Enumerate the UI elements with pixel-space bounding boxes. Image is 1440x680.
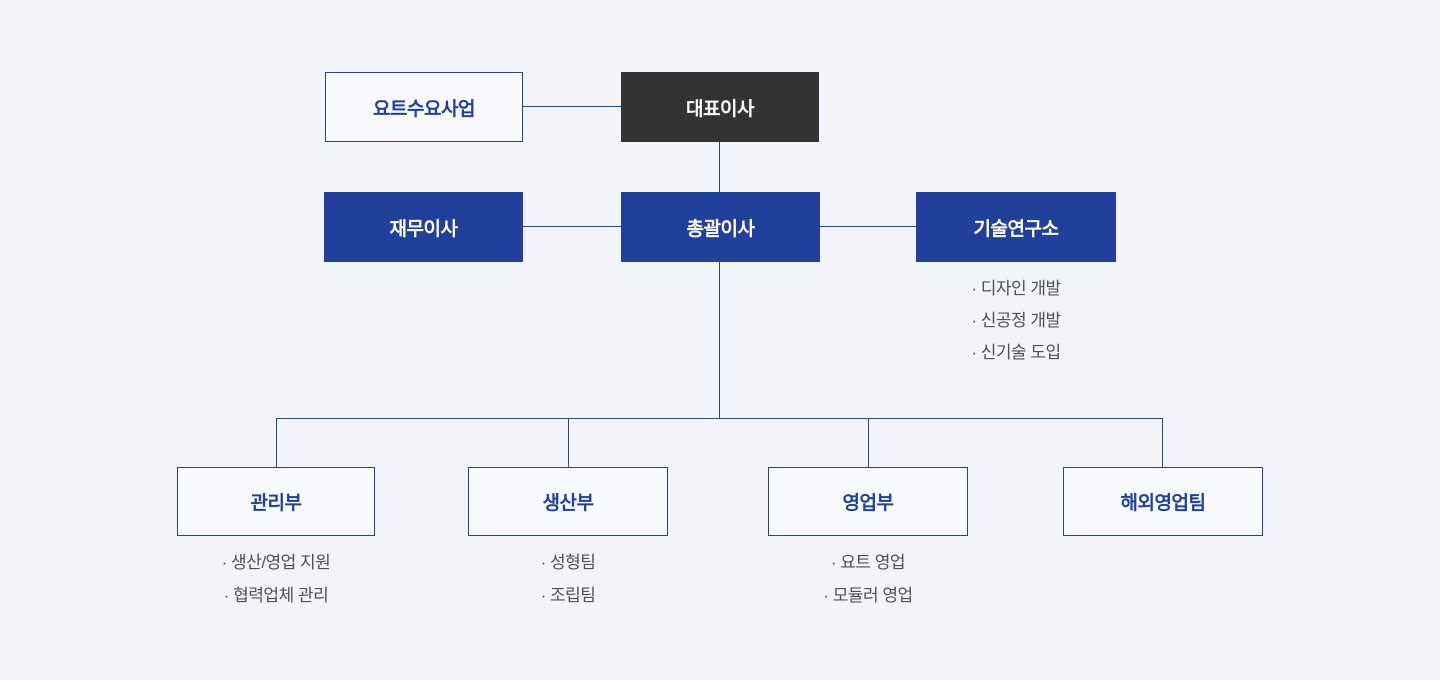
sub-item: · 신공정 개발 (971, 311, 1061, 330)
org-node-ceo: 대표이사 (621, 72, 819, 142)
org-node-label: 기술연구소 (973, 218, 1059, 240)
org-node-sales-dept: 영업부 (768, 467, 968, 536)
sub-item: · 성형팀 (540, 553, 596, 572)
connector-drop-sales (868, 418, 869, 467)
sub-item: · 디자인 개발 (971, 279, 1061, 298)
production-sub-items: · 성형팀 · 조립팀 (468, 546, 668, 612)
connector-yacht-to-ceo (523, 106, 621, 107)
org-node-yacht-demand-business: 요트수요사업 (325, 72, 523, 142)
org-node-label: 요트수요사업 (373, 98, 475, 120)
connector-coo-to-rnd (820, 226, 916, 227)
sales-sub-items: · 요트 영업 · 모듈러 영업 (768, 546, 968, 612)
management-sub-items: · 생산/영업 지원 · 협력업체 관리 (176, 546, 376, 612)
sub-item: · 요트 영업 (830, 553, 906, 572)
org-node-production-dept: 생산부 (468, 467, 668, 536)
connector-ceo-to-coo (719, 142, 720, 192)
org-node-label: 생산부 (542, 493, 594, 514)
org-node-label: 총괄이사 (686, 218, 755, 240)
org-node-management-dept: 관리부 (177, 467, 375, 536)
org-node-label: 영업부 (842, 493, 894, 514)
sub-item: · 생산/영업 지원 (221, 553, 331, 572)
org-node-label: 해외영업팀 (1120, 493, 1206, 514)
connector-coo-to-branch (719, 262, 720, 418)
org-node-coo: 총괄이사 (621, 192, 820, 262)
sub-item: · 모듈러 영업 (823, 586, 913, 605)
org-node-label: 관리부 (250, 493, 302, 514)
org-node-rnd-institute: 기술연구소 (916, 192, 1116, 262)
org-node-cfo: 재무이사 (324, 192, 523, 262)
org-node-label: 대표이사 (686, 98, 754, 120)
sub-item: · 조립팀 (540, 586, 596, 605)
connector-cfo-to-coo (523, 226, 621, 227)
sub-item: · 신기술 도입 (971, 343, 1061, 362)
connector-drop-mgmt (276, 418, 277, 467)
connector-branch-horizontal (276, 418, 1163, 419)
sub-item: · 협력업체 관리 (223, 586, 329, 605)
org-node-overseas-sales-team: 해외영업팀 (1063, 467, 1263, 536)
connector-drop-prod (568, 418, 569, 467)
org-node-label: 재무이사 (389, 218, 458, 240)
connector-drop-overseas (1162, 418, 1163, 467)
rnd-sub-items: · 디자인 개발 · 신공정 개발 · 신기술 도입 (916, 273, 1116, 369)
